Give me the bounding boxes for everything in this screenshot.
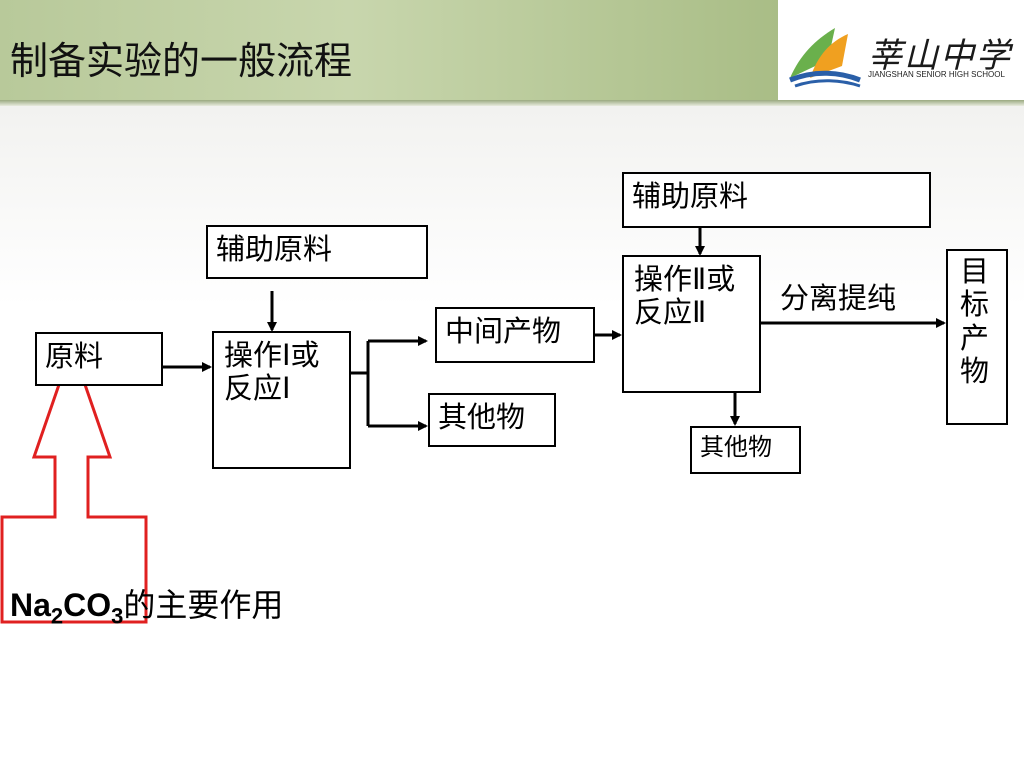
question-suffix: 的主要作用 xyxy=(123,586,284,624)
formula-sub-3: 3 xyxy=(111,603,124,629)
formula-co: CO xyxy=(63,587,112,623)
school-name-cn: 莘山中学 xyxy=(868,36,1012,76)
highlight-up-arrow xyxy=(0,342,148,624)
sodium-carbonate-question: Na2CO3的主要作用 xyxy=(10,580,283,629)
formula-sub-2: 2 xyxy=(50,603,64,629)
operation-1-box: 操作Ⅰ或反应Ⅰ xyxy=(212,331,351,469)
aux-material-box-1: 辅助原料 xyxy=(206,225,428,279)
intermediate-product-box: 中间产物 xyxy=(435,307,595,363)
separation-label: 分离提纯 xyxy=(780,281,897,315)
page-title: 制备实验的一般流程 xyxy=(10,39,353,83)
operation-2-box: 操作Ⅱ或反应Ⅱ xyxy=(622,255,761,393)
title-bar xyxy=(0,0,778,100)
byproduct-box-1: 其他物 xyxy=(428,393,556,447)
byproduct-box-2: 其他物 xyxy=(690,426,801,474)
school-name-en: JIANGSHAN SENIOR HIGH SCHOOL xyxy=(868,70,1005,79)
target-product-box: 目标产物 xyxy=(946,249,1008,425)
formula-na: Na xyxy=(10,587,51,623)
title-bar-shadow xyxy=(0,100,1024,106)
raw-material-box: 原料 xyxy=(35,332,163,386)
aux-material-box-2: 辅助原料 xyxy=(622,172,931,228)
